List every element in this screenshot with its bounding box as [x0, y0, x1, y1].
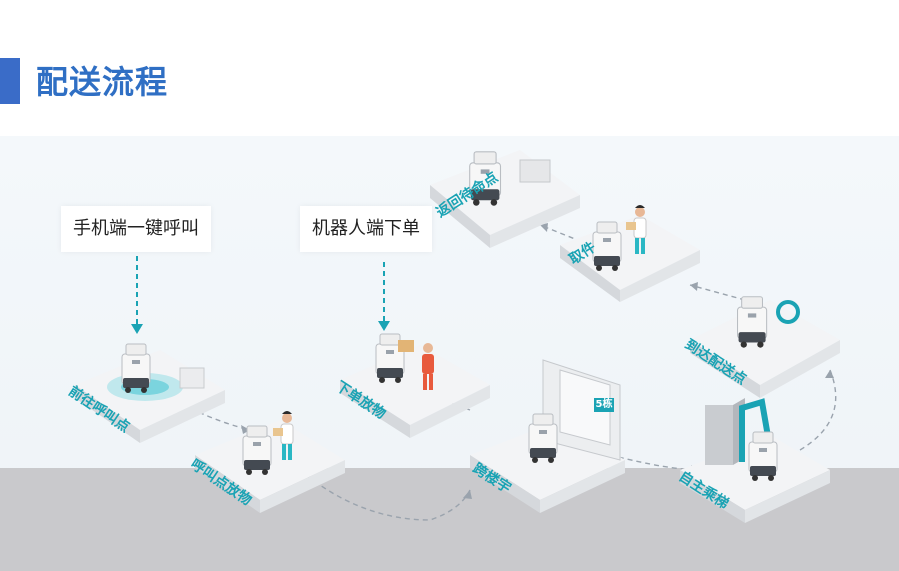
platform-elevator — [680, 398, 830, 523]
platform-place-order — [340, 333, 490, 438]
platform-cross-building — [470, 359, 625, 513]
flow-arrow-6 — [689, 284, 746, 301]
callout-robot-order: 机器人端下单 — [300, 206, 432, 252]
platform-go-to-call — [75, 343, 225, 443]
flow-arrow-2 — [299, 469, 471, 521]
callout-phone-call: 手机端一键呼叫 — [61, 206, 211, 252]
platform-arrive-delivery — [690, 296, 840, 398]
platform-pickup — [560, 204, 700, 302]
platform-return-standby — [430, 150, 580, 248]
title-accent-bar — [0, 58, 20, 104]
platform-place-at-call — [195, 410, 345, 513]
page-title: 配送流程 — [36, 63, 169, 101]
building-tag: 5栋 — [595, 399, 613, 410]
flow-arrow-5 — [799, 369, 837, 451]
